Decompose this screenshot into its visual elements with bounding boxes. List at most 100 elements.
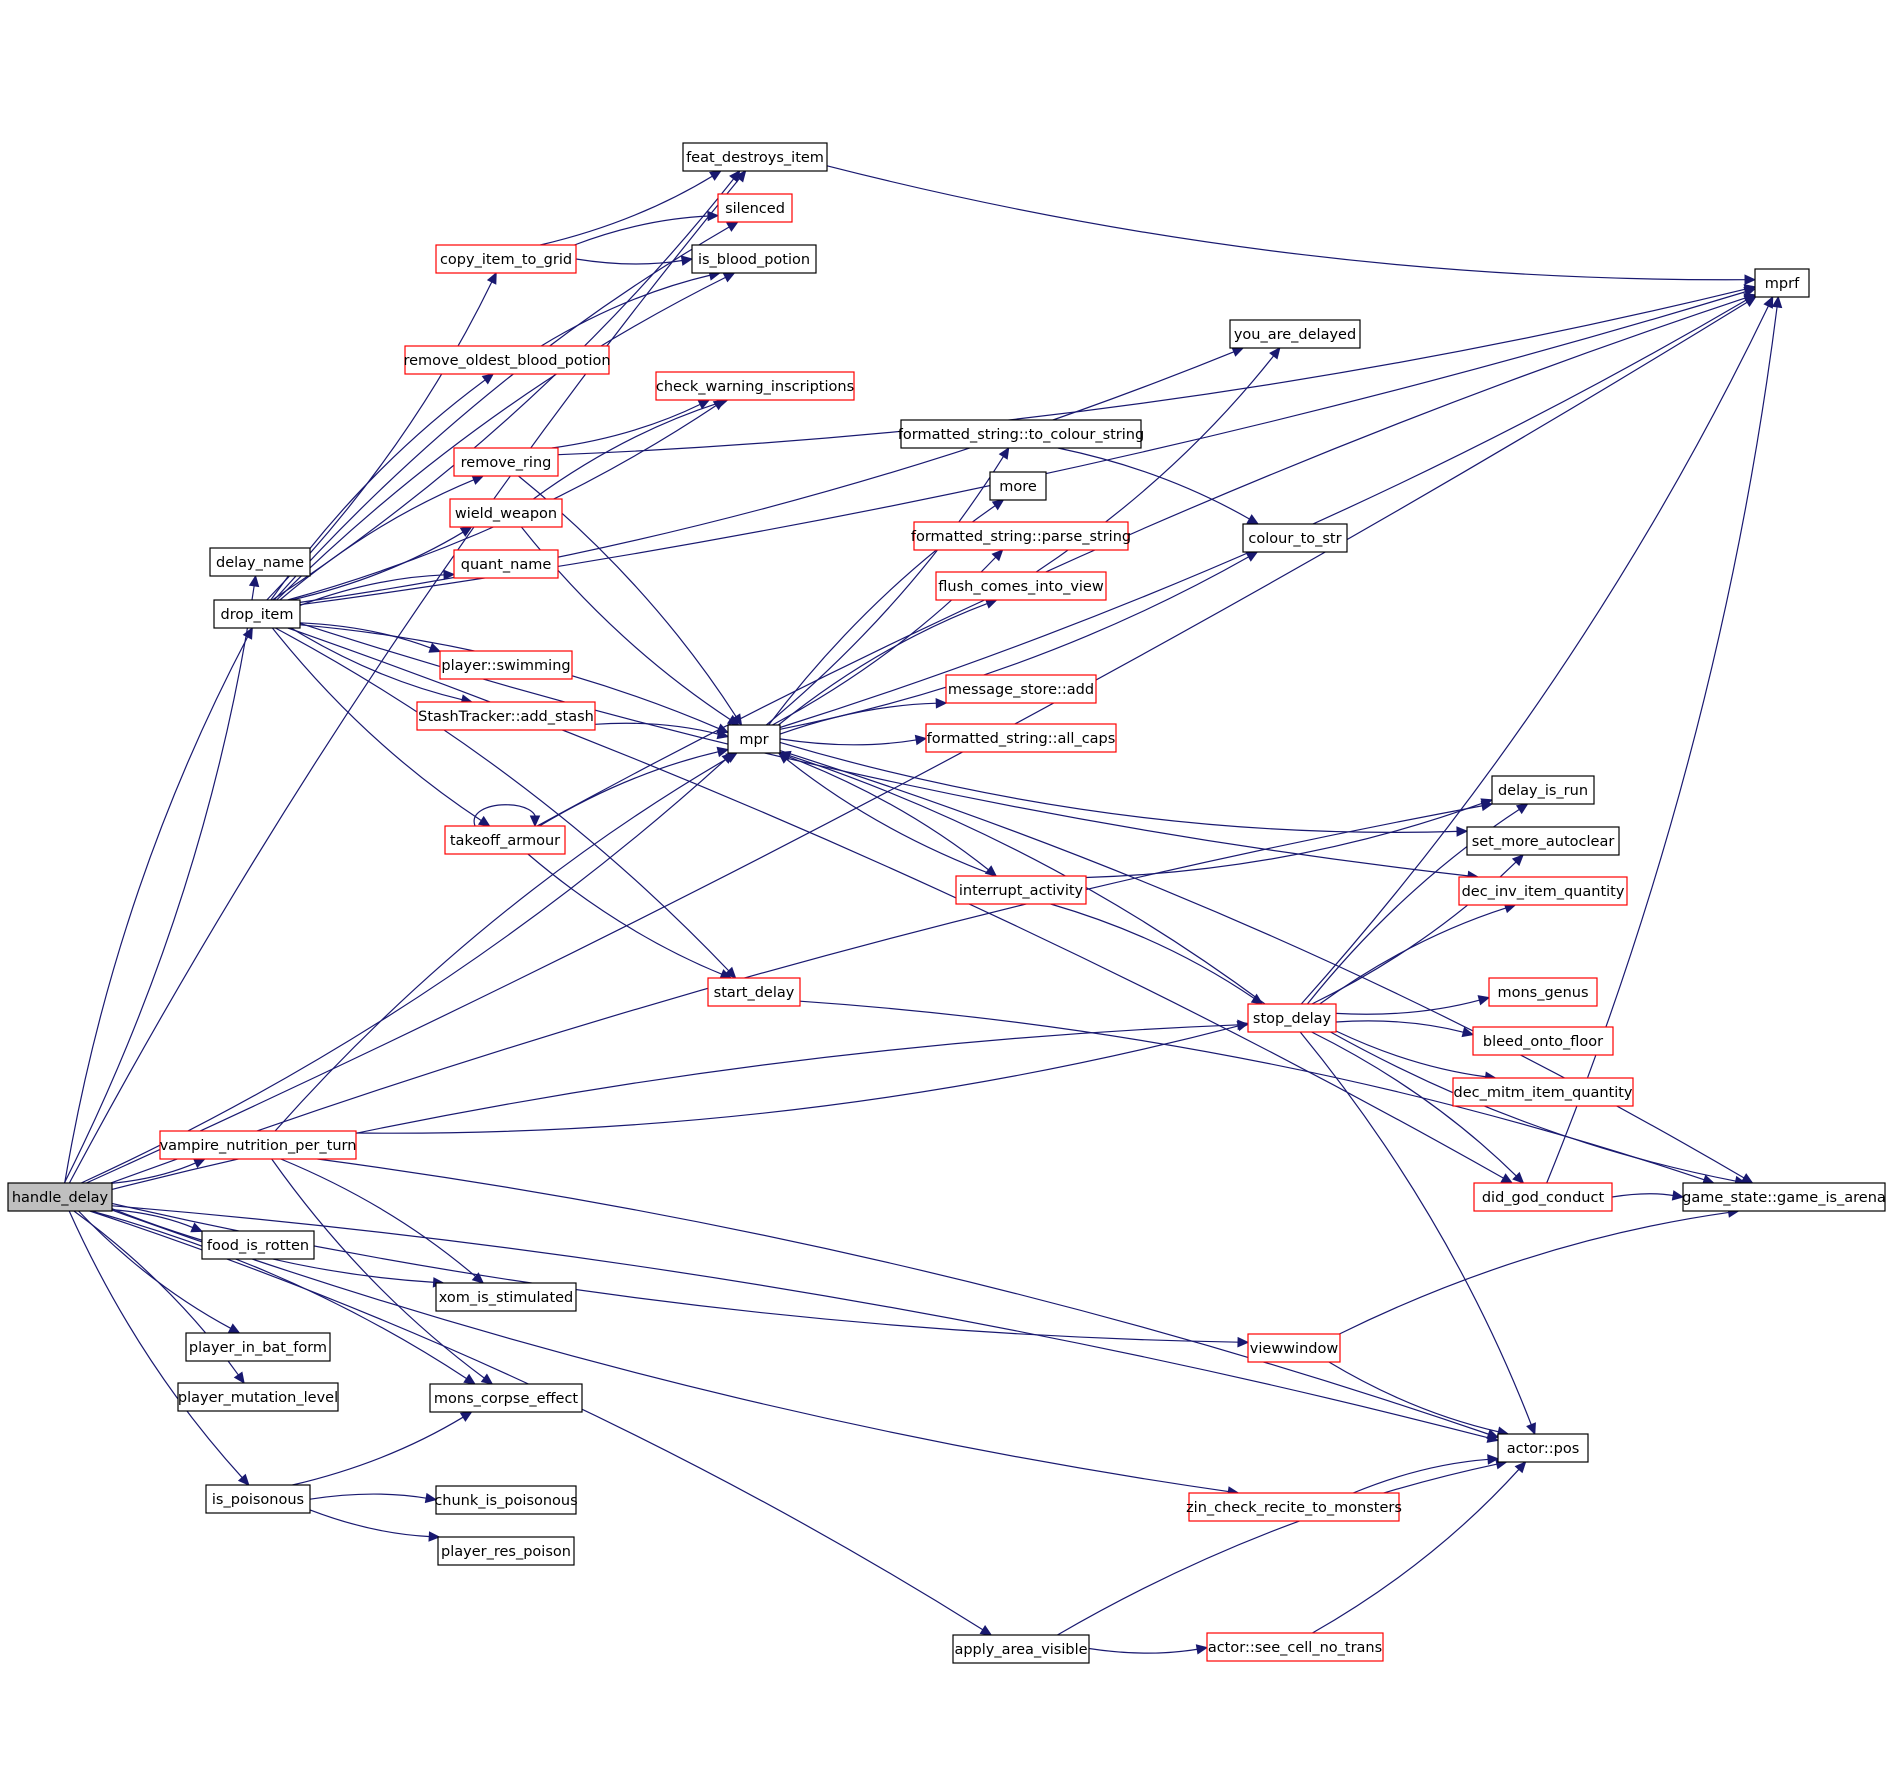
- node-apply_area_visible[interactable]: apply_area_visible: [952, 1634, 1090, 1664]
- node-bleed_onto_floor[interactable]: bleed_onto_floor: [1472, 1026, 1614, 1056]
- node-remove_oldest_blood_potion[interactable]: remove_oldest_blood_potion: [403, 345, 611, 375]
- node-dec_inv_item_quantity[interactable]: dec_inv_item_quantity: [1458, 876, 1628, 906]
- node-box[interactable]: [900, 419, 1142, 449]
- node-player_mutation_level[interactable]: player_mutation_level: [177, 1382, 339, 1412]
- node-formatted_string::to_colour_string[interactable]: formatted_string::to_colour_string: [898, 419, 1144, 449]
- node-box[interactable]: [935, 571, 1107, 601]
- node-chunk_is_poisonous[interactable]: chunk_is_poisonous: [434, 1485, 578, 1515]
- node-box[interactable]: [945, 674, 1097, 704]
- node-box[interactable]: [185, 1332, 331, 1362]
- node-box[interactable]: [159, 1130, 357, 1160]
- node-box[interactable]: [1229, 319, 1361, 349]
- node-box[interactable]: [925, 723, 1117, 753]
- node-box[interactable]: [1247, 1003, 1337, 1033]
- node-quant_name[interactable]: quant_name: [453, 549, 559, 579]
- node-box[interactable]: [437, 1536, 575, 1566]
- node-box[interactable]: [1247, 1333, 1341, 1363]
- node-box[interactable]: [177, 1382, 339, 1412]
- node-is_poisonous[interactable]: is_poisonous: [205, 1484, 311, 1514]
- node-mons_corpse_effect[interactable]: mons_corpse_effect: [429, 1383, 583, 1413]
- node-box[interactable]: [1488, 977, 1598, 1007]
- node-box[interactable]: [416, 701, 596, 731]
- node-player_in_bat_form[interactable]: player_in_bat_form: [185, 1332, 331, 1362]
- node-box[interactable]: [1473, 1182, 1613, 1212]
- node-is_blood_potion[interactable]: is_blood_potion: [691, 244, 817, 274]
- node-box[interactable]: [1206, 1632, 1384, 1662]
- node-silenced[interactable]: silenced: [717, 193, 793, 223]
- node-box[interactable]: [717, 193, 793, 223]
- node-mpr[interactable]: mpr: [727, 724, 781, 754]
- node-box[interactable]: [1458, 876, 1628, 906]
- node-more[interactable]: more: [989, 471, 1047, 501]
- node-copy_item_to_grid[interactable]: copy_item_to_grid: [435, 244, 577, 274]
- node-box[interactable]: [682, 142, 828, 172]
- node-formatted_string::all_caps[interactable]: formatted_string::all_caps: [925, 723, 1117, 753]
- node-box[interactable]: [435, 1282, 577, 1312]
- node-vampire_nutrition_per_turn[interactable]: vampire_nutrition_per_turn: [159, 1130, 357, 1160]
- node-box[interactable]: [439, 650, 573, 680]
- node-mprf[interactable]: mprf: [1754, 268, 1810, 298]
- node-box[interactable]: [444, 825, 566, 855]
- node-remove_ring[interactable]: remove_ring: [453, 447, 559, 477]
- node-box[interactable]: [1682, 1182, 1886, 1212]
- node-box[interactable]: [404, 345, 610, 375]
- node-wield_weapon[interactable]: wield_weapon: [449, 498, 563, 528]
- node-takeoff_armour[interactable]: takeoff_armour: [444, 825, 566, 855]
- node-box[interactable]: [453, 447, 559, 477]
- node-box[interactable]: [691, 244, 817, 274]
- node-start_delay[interactable]: start_delay: [707, 977, 801, 1007]
- node-actor::pos[interactable]: actor::pos: [1497, 1433, 1589, 1463]
- node-box[interactable]: [7, 1182, 113, 1212]
- node-box[interactable]: [449, 498, 563, 528]
- node-player::swimming[interactable]: player::swimming: [439, 650, 573, 680]
- node-stop_delay[interactable]: stop_delay: [1247, 1003, 1337, 1033]
- node-mons_genus[interactable]: mons_genus: [1488, 977, 1598, 1007]
- node-box[interactable]: [989, 471, 1047, 501]
- node-box[interactable]: [429, 1383, 583, 1413]
- node-handle_delay[interactable]: handle_delay: [7, 1182, 113, 1212]
- node-box[interactable]: [1497, 1433, 1589, 1463]
- node-colour_to_str[interactable]: colour_to_str: [1242, 523, 1348, 553]
- node-flush_comes_into_view[interactable]: flush_comes_into_view: [935, 571, 1107, 601]
- node-game_state::game_is_arena[interactable]: game_state::game_is_arena: [1682, 1182, 1886, 1212]
- node-feat_destroys_item[interactable]: feat_destroys_item: [682, 142, 828, 172]
- node-box[interactable]: [213, 599, 301, 629]
- node-drop_item[interactable]: drop_item: [213, 599, 301, 629]
- node-box[interactable]: [913, 521, 1129, 551]
- node-box[interactable]: [1466, 826, 1620, 856]
- node-box[interactable]: [955, 875, 1087, 905]
- node-box[interactable]: [727, 724, 781, 754]
- node-interrupt_activity[interactable]: interrupt_activity: [955, 875, 1087, 905]
- node-dec_mitm_item_quantity[interactable]: dec_mitm_item_quantity: [1452, 1077, 1634, 1107]
- node-box[interactable]: [1188, 1492, 1400, 1522]
- node-box[interactable]: [952, 1634, 1090, 1664]
- node-box[interactable]: [1472, 1026, 1614, 1056]
- node-box[interactable]: [201, 1230, 315, 1260]
- node-box[interactable]: [655, 371, 855, 401]
- node-you_are_delayed[interactable]: you_are_delayed: [1229, 319, 1361, 349]
- node-zin_check_recite_to_monsters[interactable]: zin_check_recite_to_monsters: [1186, 1492, 1402, 1522]
- node-player_res_poison[interactable]: player_res_poison: [437, 1536, 575, 1566]
- node-viewwindow[interactable]: viewwindow: [1247, 1333, 1341, 1363]
- node-box[interactable]: [453, 549, 559, 579]
- node-did_god_conduct[interactable]: did_god_conduct: [1473, 1182, 1613, 1212]
- node-box[interactable]: [1242, 523, 1348, 553]
- node-box[interactable]: [1452, 1077, 1634, 1107]
- node-message_store::add[interactable]: message_store::add: [945, 674, 1097, 704]
- node-set_more_autoclear[interactable]: set_more_autoclear: [1466, 826, 1620, 856]
- node-xom_is_stimulated[interactable]: xom_is_stimulated: [435, 1282, 577, 1312]
- node-delay_is_run[interactable]: delay_is_run: [1491, 775, 1595, 805]
- node-food_is_rotten[interactable]: food_is_rotten: [201, 1230, 315, 1260]
- node-box[interactable]: [1491, 775, 1595, 805]
- node-check_warning_inscriptions[interactable]: check_warning_inscriptions: [655, 371, 855, 401]
- node-box[interactable]: [1754, 268, 1810, 298]
- node-StashTracker::add_stash[interactable]: StashTracker::add_stash: [416, 701, 596, 731]
- node-delay_name[interactable]: delay_name: [209, 547, 311, 577]
- node-box[interactable]: [209, 547, 311, 577]
- node-actor::see_cell_no_trans[interactable]: actor::see_cell_no_trans: [1206, 1632, 1384, 1662]
- node-box[interactable]: [435, 1485, 577, 1515]
- node-box[interactable]: [707, 977, 801, 1007]
- node-box[interactable]: [435, 244, 577, 274]
- node-box[interactable]: [205, 1484, 311, 1514]
- node-formatted_string::parse_string[interactable]: formatted_string::parse_string: [911, 521, 1131, 551]
